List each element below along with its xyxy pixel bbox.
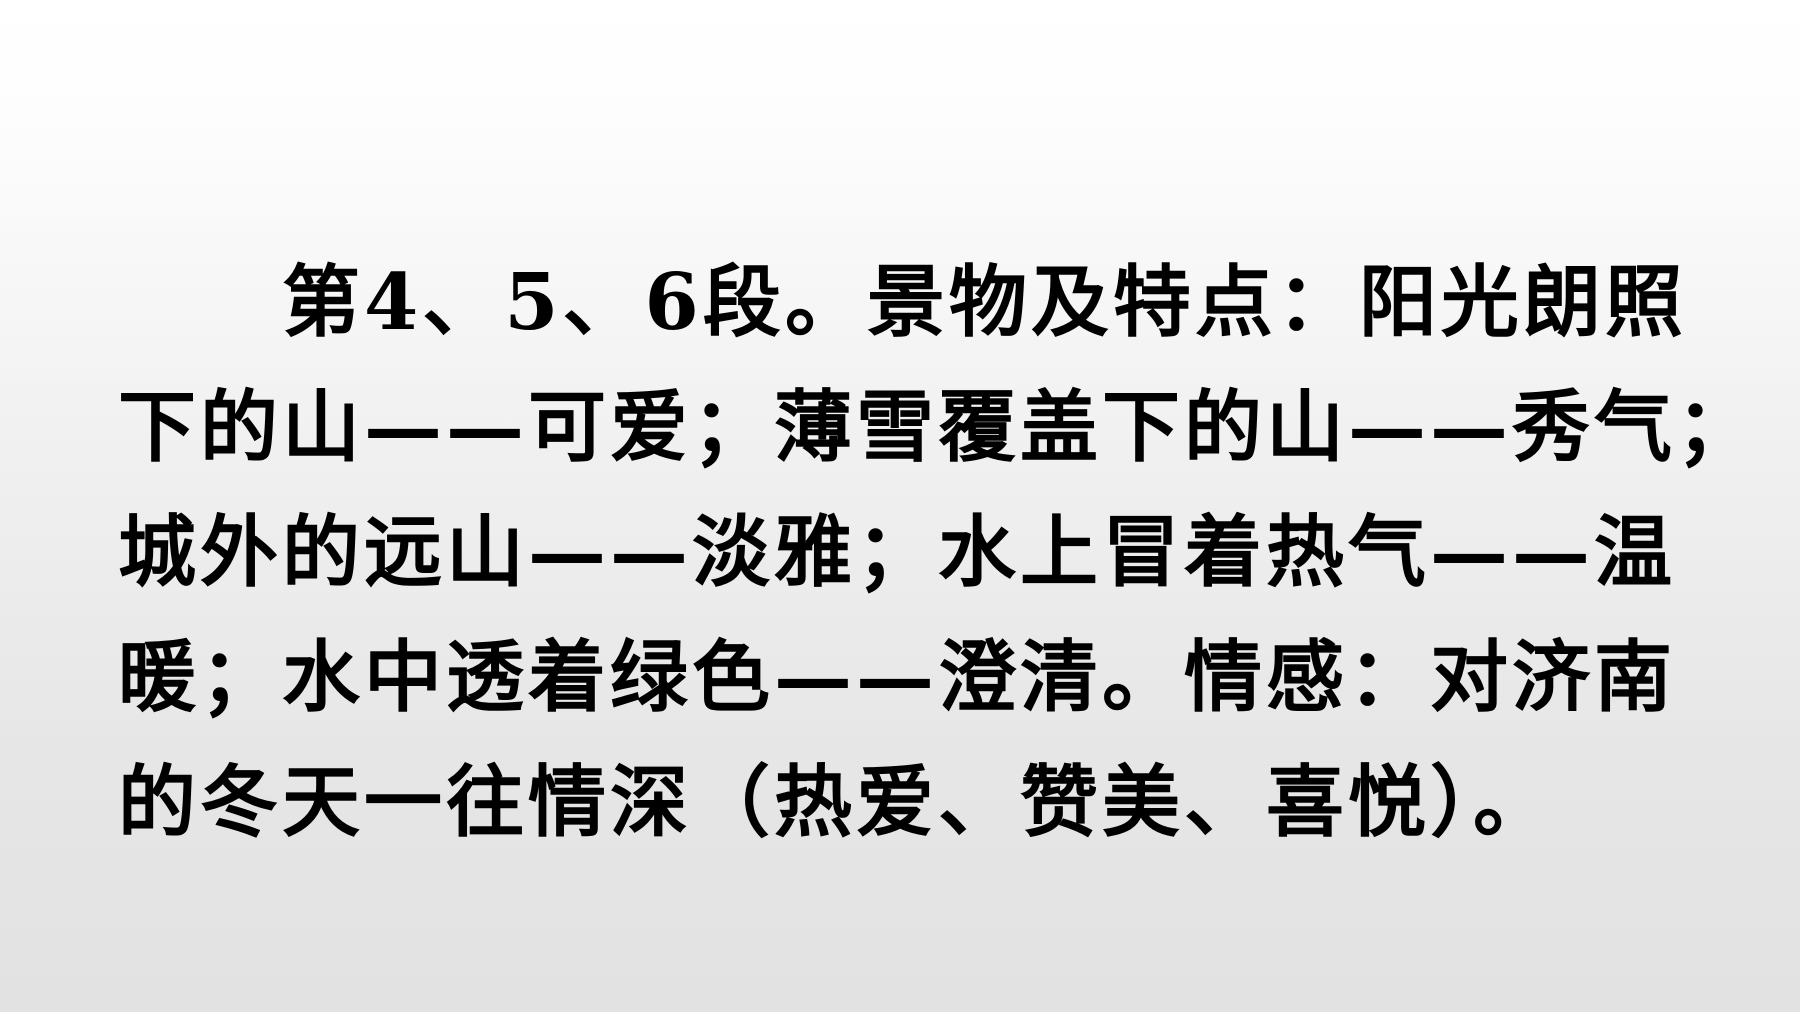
paragraph-line-5: 的冬天一往情深（热爱、赞美、喜悦）。 <box>118 757 1556 848</box>
paragraph-line-2: 下的山——可爱；薄雪覆盖下的山——秀气； <box>118 382 1759 473</box>
paragraph-line-1: 第4、5、6段。景物及特点：阳光朗照 <box>282 257 1687 348</box>
paragraph-line-4: 暖；水中透着绿色——澄清。情感：对济南 <box>118 632 1677 723</box>
body-paragraph: 第4、5、6段。景物及特点：阳光朗照 下的山——可爱；薄雪覆盖下的山——秀气； … <box>118 240 1759 865</box>
paragraph-line-3: 城外的远山——淡雅；水上冒着热气——温 <box>118 507 1677 598</box>
